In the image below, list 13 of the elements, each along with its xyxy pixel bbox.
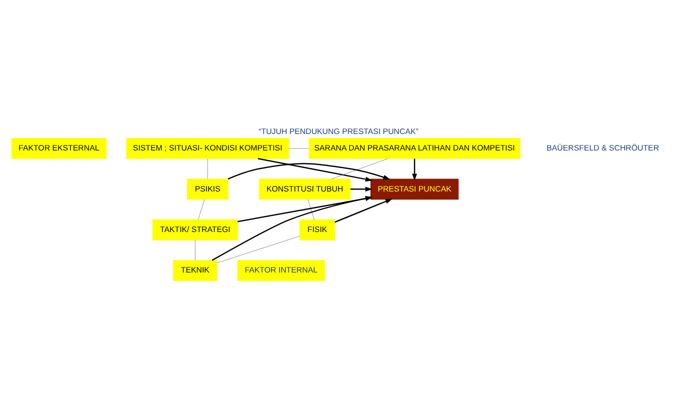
arrow bbox=[258, 158, 372, 182]
connector bbox=[308, 198, 314, 220]
connector bbox=[207, 158, 208, 179]
connector bbox=[331, 158, 388, 179]
arrow bbox=[238, 196, 373, 222]
arrow bbox=[228, 162, 390, 180]
arrow bbox=[212, 196, 372, 260]
connector bbox=[194, 239, 196, 260]
arrow bbox=[334, 198, 392, 222]
arrow bbox=[412, 158, 417, 180]
connector bbox=[198, 198, 205, 220]
arrow bbox=[350, 186, 372, 192]
connector bbox=[216, 235, 300, 263]
